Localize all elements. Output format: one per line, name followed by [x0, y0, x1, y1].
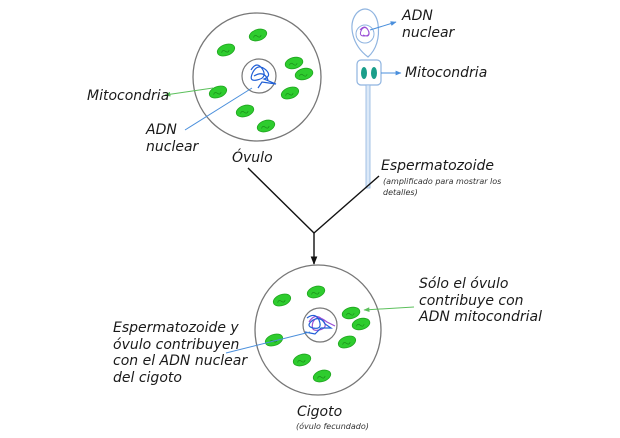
- sperm-dna-label-line1: ADN: [402, 8, 433, 24]
- ovule-title: Óvulo: [232, 150, 273, 166]
- flow-line-sperm: [313, 175, 380, 234]
- ovule-dna-label-line2: nuclear: [146, 138, 199, 155]
- ovule-cell: [192, 12, 322, 142]
- zygote-right-note: Sólo el óvulo contribuye con ADN mitocon…: [419, 276, 542, 326]
- ovule-dna: [250, 64, 277, 89]
- zygote-left-note: Espermatozoide y óvulo contribuyen con e…: [113, 320, 247, 386]
- sperm-dna-label: ADN nuclear: [402, 8, 454, 41]
- zygote-right-note-line: Sólo el óvulo: [419, 276, 509, 292]
- zygote-mito-arrow: [363, 306, 415, 313]
- ovule-mito-arrow: [164, 87, 214, 97]
- zygote-cell: [254, 264, 382, 396]
- sperm-tail: [365, 84, 371, 189]
- zygote-right-note-line: contribuye con: [419, 292, 524, 309]
- zygote-title: Cigoto: [297, 404, 343, 420]
- zygote-left-note-line: óvulo contribuyen: [113, 336, 240, 353]
- zygote-dna: [304, 314, 336, 335]
- zygote-right-note-line: ADN mitocondrial: [419, 309, 542, 326]
- ovule-dna-label-line1: ADN: [146, 122, 177, 138]
- sperm-dna-arrow: [369, 21, 397, 31]
- zygote-subtitle: (óvulo fecundado): [296, 422, 369, 431]
- sperm-note-line1: (amplificado para mostrar los: [383, 177, 502, 186]
- sperm-note-line2: detalles): [383, 187, 418, 197]
- sperm-mito-label: Mitocondria: [405, 65, 488, 81]
- ovule-mito-label: Mitocondria: [87, 88, 170, 104]
- sperm-midpiece: [356, 59, 382, 86]
- sperm-cell: [351, 8, 382, 189]
- ovule-dna-label: ADN nuclear: [146, 122, 198, 155]
- zygote-left-note-line: con el ADN nuclear: [113, 353, 248, 370]
- flow-line-ovule: [247, 167, 315, 234]
- zygote-left-note-line: Espermatozoide y: [113, 320, 239, 336]
- sperm-dna: [359, 26, 370, 37]
- sperm-note: (amplificado para mostrar los detalles): [383, 177, 501, 199]
- sperm-mitochondrion: [361, 67, 367, 79]
- ovule-dna-pointer: [184, 87, 253, 131]
- sperm-mitochondrion: [371, 67, 377, 79]
- sperm-title: Espermatozoide: [381, 158, 494, 174]
- sperm-dna-label-line2: nuclear: [402, 24, 455, 41]
- zygote-dna-pointer: [225, 331, 311, 354]
- ovule-nucleus: [241, 58, 277, 94]
- zygote-left-note-line: del cigoto: [113, 369, 182, 386]
